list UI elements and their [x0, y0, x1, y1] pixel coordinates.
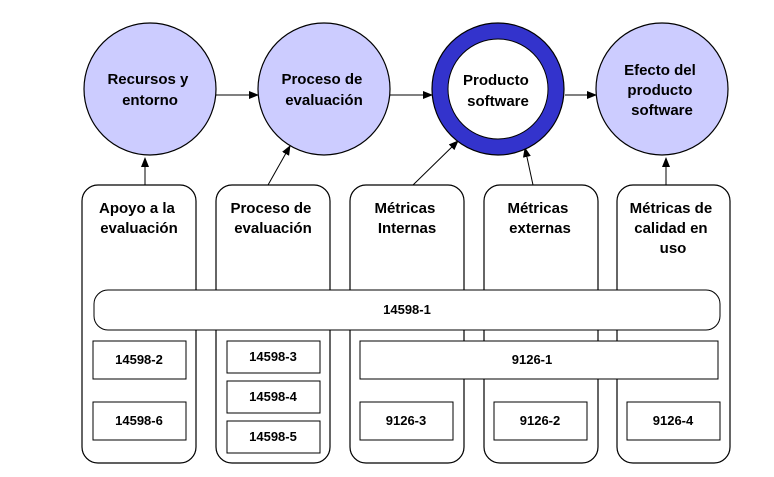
- column-label-calidad: Métricas de calidad en uso: [630, 200, 717, 257]
- standard-label-14598-2: 14598-2: [115, 352, 163, 367]
- standard-label-14598-4: 14598-4: [249, 389, 297, 404]
- circle-label-recursos: Recursos y entorno: [107, 71, 192, 109]
- column-label-internas: Métricas Internas: [374, 200, 439, 237]
- circle-efecto: [595, 22, 729, 156]
- column-label-externas: Métricas externas: [507, 200, 572, 237]
- arrow-proceso-col-to-proceso: [267, 145, 291, 186]
- circle-producto-inner: [447, 38, 549, 140]
- standard-box-14598-1: [93, 289, 721, 331]
- standard-box-14598-3: [226, 340, 321, 374]
- standard-box-9126-1: [359, 340, 719, 380]
- standard-box-14598-5: [226, 420, 321, 454]
- standard-label-14598-3: 14598-3: [249, 349, 297, 364]
- standard-label-9126-3: 9126-3: [386, 413, 426, 428]
- standard-label-9126-2: 9126-2: [520, 413, 560, 428]
- standard-box-9126-4: [626, 401, 721, 441]
- standard-label-14598-6: 14598-6: [115, 413, 163, 428]
- standard-box-14598-4: [226, 380, 321, 414]
- column-label-apoyo: Apoyo a la evaluación: [99, 200, 179, 237]
- standard-label-9126-4: 9126-4: [653, 413, 694, 428]
- standard-box-14598-2: [92, 340, 187, 380]
- circle-proceso: [257, 22, 391, 156]
- circle-label-efecto: Efecto del producto software: [624, 62, 700, 119]
- standard-box-9126-3: [359, 401, 454, 441]
- standard-label-14598-1: 14598-1: [383, 302, 431, 317]
- standard-label-9126-1: 9126-1: [512, 352, 552, 367]
- arrow-externas-to-producto: [522, 147, 534, 186]
- circle-recursos: [83, 22, 217, 156]
- standard-box-14598-6: [92, 401, 187, 441]
- arrow-internas-to-producto: [412, 140, 459, 186]
- circle-label-producto: Producto software: [463, 72, 533, 110]
- column-label-proceso: Proceso de evaluación: [230, 200, 315, 237]
- standard-box-9126-2: [493, 401, 588, 441]
- standard-label-14598-5: 14598-5: [249, 429, 297, 444]
- circle-label-proceso: Proceso de evaluación: [281, 71, 366, 109]
